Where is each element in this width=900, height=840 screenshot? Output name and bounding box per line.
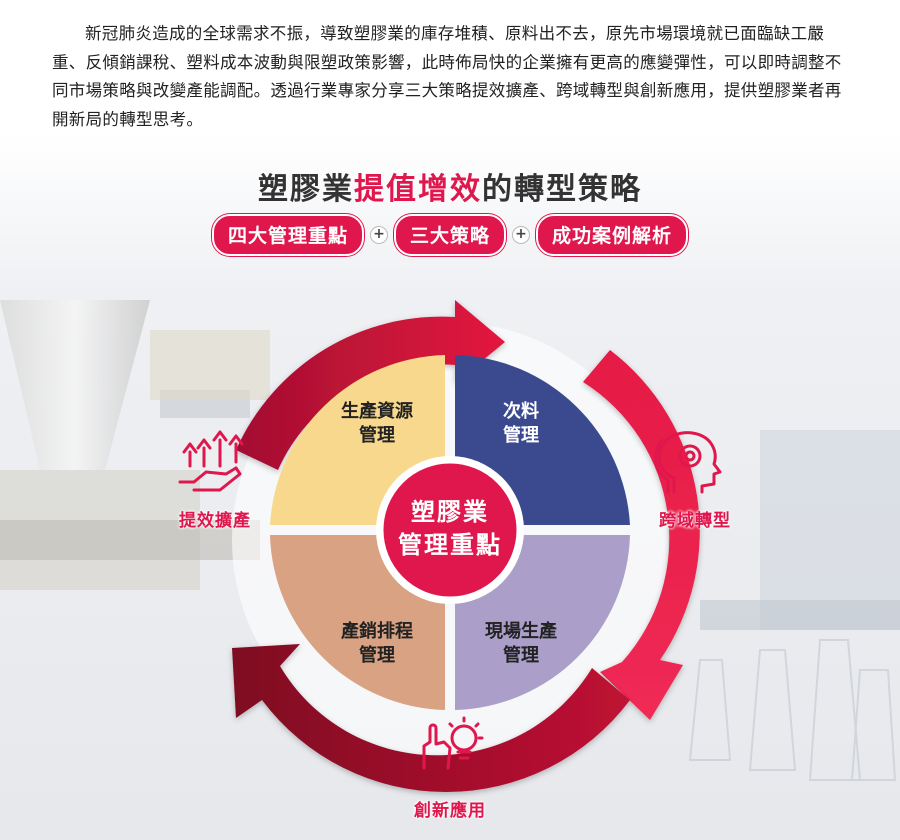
- page-title: 塑膠業提值增效的轉型策略: [0, 164, 900, 208]
- growth-hand-icon: [178, 430, 244, 492]
- title-prefix: 塑膠業: [258, 172, 354, 207]
- tag-strategies: 三大策略: [393, 214, 506, 256]
- plus-icon: +: [512, 226, 530, 244]
- quadrant-label-line: 次料: [503, 401, 539, 422]
- intro-paragraph: 新冠肺炎造成的全球需求不振，導致塑膠業的庫存堆積、原料出不去，原先市場環境就已面…: [52, 24, 842, 129]
- quadrant-label-line: 管理: [359, 645, 395, 666]
- quadrant-label-line: 管理: [503, 425, 539, 446]
- strategy-left: 提效擴產: [160, 506, 270, 531]
- quadrant-label-production-scheduling: 產銷排程 管理: [322, 620, 432, 668]
- quadrant-label-line: 管理: [503, 645, 539, 666]
- center-label-line1: 塑膠業: [411, 498, 489, 526]
- title-highlight: 提值增效: [354, 172, 482, 207]
- title-suffix: 的轉型策略: [482, 172, 642, 207]
- quadrant-label-line: 生產資源: [341, 401, 413, 422]
- quadrant-label-line: 產銷排程: [341, 621, 413, 642]
- tag-management-points: 四大管理重點: [211, 214, 364, 256]
- strategy-bottom: 創新應用: [395, 796, 505, 821]
- strategy-right: 跨域轉型: [640, 506, 750, 531]
- strategy-label-innovation: 創新應用: [414, 801, 486, 821]
- tag-row: 四大管理重點 + 三大策略 + 成功案例解析: [0, 214, 900, 256]
- quadrant-label-production-resources: 生產資源 管理: [322, 400, 432, 448]
- arc-bottom: [232, 644, 630, 792]
- strategy-label-transformation: 跨域轉型: [659, 511, 731, 531]
- plus-icon: +: [369, 226, 388, 244]
- hand-bulb-icon: [422, 716, 484, 770]
- head-gear-icon: [654, 431, 722, 494]
- arc-right: [583, 350, 700, 720]
- quadrant-label-secondary-material: 次料 管理: [466, 400, 576, 448]
- strategy-label-efficiency: 提效擴產: [179, 511, 251, 531]
- center-label-line2: 管理重點: [398, 531, 502, 559]
- center-label: 塑膠業 管理重點: [380, 496, 520, 562]
- quadrant-label-line: 現場生產: [485, 621, 557, 642]
- tag-case-studies: 成功案例解析: [536, 214, 689, 256]
- arc-top: [236, 300, 505, 470]
- quadrant-label-line: 管理: [359, 425, 395, 446]
- quadrant-label-onsite-production: 現場生產 管理: [466, 620, 576, 668]
